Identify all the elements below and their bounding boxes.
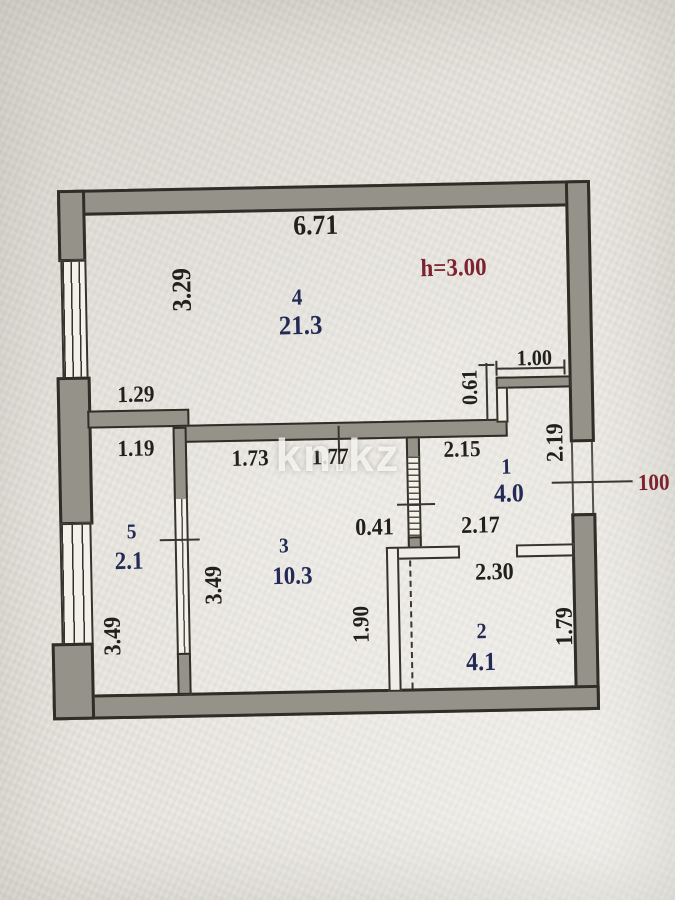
dim-niche-depth: 0.61 <box>456 369 483 406</box>
dim-balcony-width: 1.19 <box>117 435 155 462</box>
entrance-jamb-outer <box>590 441 595 513</box>
dim-hall-depth: 2.19 <box>542 423 569 463</box>
dim-kitchen-w1: 1.73 <box>231 445 269 471</box>
dim-bath-width: 2.30 <box>474 558 514 586</box>
room-living-number: 4 <box>291 284 303 310</box>
dim-tick-hall <box>397 502 436 506</box>
wall-bottom <box>52 684 601 721</box>
ceiling-height-label: h=3.00 <box>420 253 487 283</box>
room-hallway-number: 1 <box>501 453 512 479</box>
window-living-room <box>60 259 89 380</box>
dim-ledge-left: 1.29 <box>117 381 155 408</box>
watermark: kn.kz <box>275 429 401 481</box>
wall-bathroom-left <box>385 546 402 692</box>
wall-left-mid-block <box>56 376 94 526</box>
dim-kitchen-d2: 1.90 <box>348 605 374 644</box>
dim-niche-width: 1.00 <box>516 344 553 371</box>
entrance-jamb-inner <box>570 442 575 514</box>
dim-line-0-61 <box>485 362 489 421</box>
former-wall-dashed-line <box>409 560 414 689</box>
room-bathroom-area: 4.1 <box>465 646 497 677</box>
wall-left-bottom-block <box>51 642 96 721</box>
dim-hall-w2: 2.17 <box>460 512 501 539</box>
dim-top-width: 6.71 <box>292 209 339 242</box>
balcony-door-block <box>173 498 191 655</box>
dim-hall-width: 2.15 <box>443 436 481 462</box>
wall-niche-vertical <box>495 386 509 423</box>
room-living-area: 21.3 <box>278 309 323 341</box>
dim-living-depth: 3.29 <box>165 267 197 312</box>
wall-left-top-block <box>56 189 87 263</box>
entrance-width-label: 100 <box>637 469 670 496</box>
dim-bath-depth: 1.79 <box>551 606 579 647</box>
room-kitchen-area: 10.3 <box>272 562 313 591</box>
dim-tick-balcony <box>159 538 200 542</box>
dim-tick <box>495 360 498 376</box>
room-kitchen-number: 3 <box>278 533 289 558</box>
room-balcony-number: 5 <box>126 519 137 544</box>
dim-balcony-depth: 3.49 <box>99 616 127 656</box>
wall-right-upper <box>564 179 595 443</box>
room-hallway-area: 4.0 <box>493 478 525 508</box>
dim-tick <box>478 363 495 367</box>
dim-wall-stub: 0.41 <box>354 514 395 542</box>
dim-kitchen-depth: 3.49 <box>200 565 228 605</box>
room-balcony-area: 2.1 <box>114 547 144 576</box>
wall-balcony-top-stub <box>172 426 188 502</box>
dim-tick <box>563 359 566 375</box>
wall-balcony-bottom-stub <box>176 652 192 695</box>
wall-bathroom-top-right <box>515 543 575 558</box>
window-balcony <box>59 522 94 646</box>
room-bathroom-number: 2 <box>476 618 487 644</box>
doorway-kitchen-hall <box>406 456 422 539</box>
wall-hall-top-stub <box>405 436 421 459</box>
